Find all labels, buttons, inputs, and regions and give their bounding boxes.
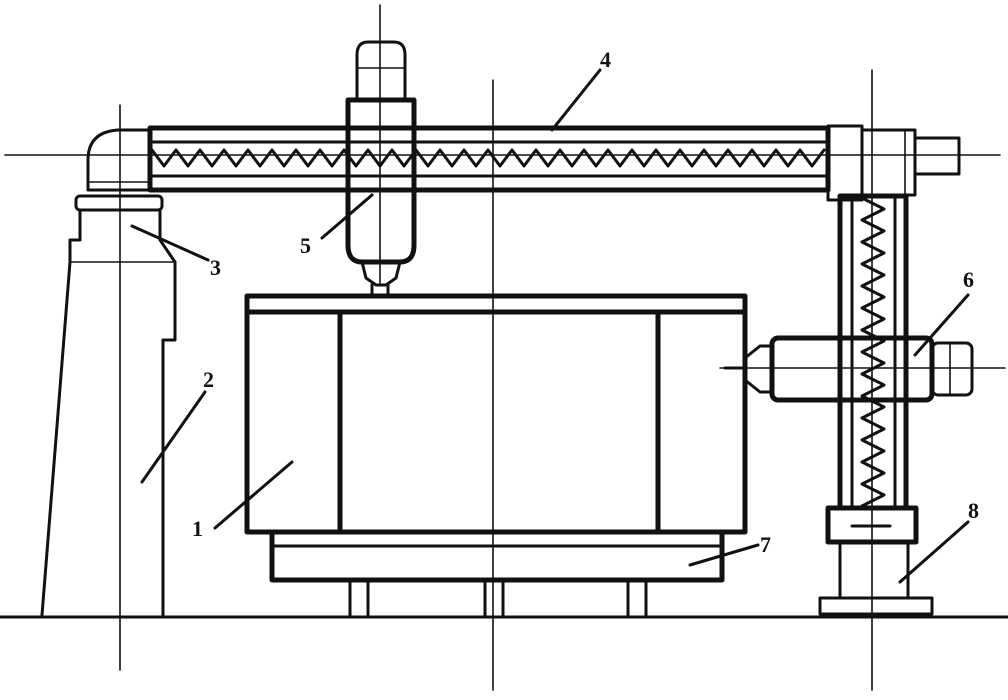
cross-beam — [147, 125, 831, 193]
part-labels: 1 2 3 4 5 6 7 8 — [192, 47, 979, 557]
label-5: 5 — [300, 233, 311, 258]
right-column — [837, 193, 909, 511]
label-1: 1 — [192, 516, 203, 541]
label-3: 3 — [210, 255, 221, 280]
label-6: 6 — [963, 267, 974, 292]
beam-right-end — [826, 124, 961, 202]
corner-block — [86, 128, 152, 192]
work-table — [269, 529, 725, 619]
left-column — [40, 194, 177, 617]
label-4: 4 — [600, 47, 611, 72]
center-lines — [4, 4, 1006, 691]
label-8: 8 — [968, 498, 979, 523]
right-column-base — [818, 505, 934, 616]
workpiece-box — [244, 293, 748, 535]
horizontal-spindle-head — [723, 335, 974, 403]
leader-lines — [130, 68, 970, 584]
vertical-spindle-head — [345, 40, 417, 297]
label-7: 7 — [760, 532, 771, 557]
label-2: 2 — [203, 367, 214, 392]
